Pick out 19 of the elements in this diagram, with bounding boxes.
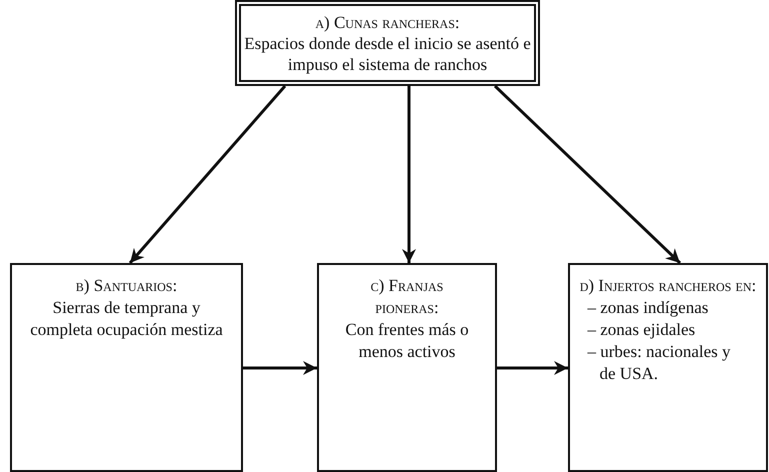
arrow [497, 361, 568, 375]
text-box [235, 0, 540, 86]
box-heading: a) Cunas rancheras: [314, 12, 461, 33]
box-description: Con frentes más o menos activos [344, 319, 470, 363]
arrow [243, 361, 317, 375]
list-item: – zonas ejidales [586, 319, 696, 341]
box-heading: c) Franjas pioneras: [370, 275, 444, 319]
arrow [494, 84, 682, 264]
arrow [128, 85, 286, 264]
text-box [317, 263, 497, 472]
box-description: Sierras de temprana y completa ocupación mestiza [29, 297, 224, 341]
list-item: – zonas indígenas [586, 297, 710, 319]
text-box [10, 263, 243, 472]
box-description: Espacios donde desde el inicio se asentó e impuso el sistema de ranchos [243, 33, 532, 75]
box-heading: d) Injertos rancheros en: [578, 275, 758, 297]
text-box [568, 263, 768, 472]
box-heading: b) Santuarios: [74, 275, 178, 297]
list-item: – urbes: nacionales y de USA. [586, 341, 732, 385]
arrow [402, 86, 416, 263]
